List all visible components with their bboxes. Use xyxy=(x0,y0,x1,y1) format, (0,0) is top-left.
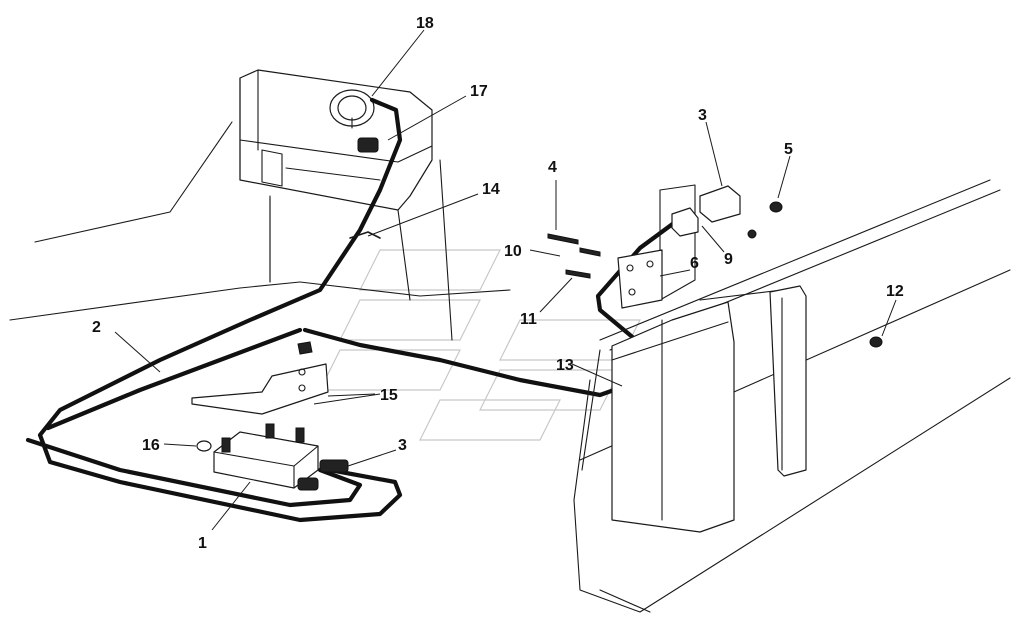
callout-3-upper: 3 xyxy=(698,107,707,124)
bracket-plate xyxy=(191,341,329,415)
watermark-logo xyxy=(319,249,641,441)
callout-5: 5 xyxy=(784,141,793,158)
callout-17: 17 xyxy=(470,83,488,100)
leader-lines xyxy=(114,29,897,531)
callout-18: 18 xyxy=(416,15,434,32)
frame-rail xyxy=(573,179,1011,613)
callout-9: 9 xyxy=(724,251,733,268)
callout-10: 10 xyxy=(504,243,522,260)
callout-15: 15 xyxy=(380,387,398,404)
callout-labels: 18 17 14 2 15 16 3 1 3 5 4 10 11 6 9 13 … xyxy=(92,15,904,552)
rear-bracket xyxy=(547,184,883,348)
callout-4: 4 xyxy=(548,159,557,176)
callout-11: 11 xyxy=(520,311,537,328)
callout-12: 12 xyxy=(886,283,904,300)
callout-14: 14 xyxy=(482,181,500,198)
callout-3-lower: 3 xyxy=(398,437,407,454)
callout-6: 6 xyxy=(690,255,699,272)
callout-16: 16 xyxy=(142,437,160,454)
callout-2: 2 xyxy=(92,319,101,336)
callout-13: 13 xyxy=(556,357,574,374)
callout-1: 1 xyxy=(198,535,207,552)
distribution-block xyxy=(196,423,349,491)
